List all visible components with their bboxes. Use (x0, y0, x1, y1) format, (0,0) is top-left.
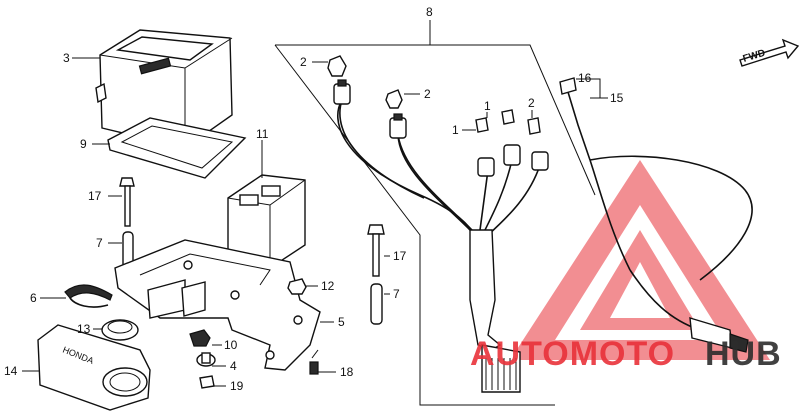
callout-12: 12 (321, 279, 335, 293)
callout-8: 8 (426, 5, 433, 19)
bulb-socket (333, 79, 351, 105)
nut-12 (287, 278, 307, 295)
callout-17a: 17 (88, 189, 102, 203)
bulb (475, 117, 489, 133)
watermark-text: AUTOMOTO HUB (470, 335, 782, 373)
callout-numbers: 1 1 2 2 2 3 4 5 6 7 7 8 9 10 11 12 13 14… (4, 5, 624, 393)
bulb (527, 117, 541, 135)
clamp-wire (64, 284, 113, 308)
callout-7a: 7 (96, 236, 103, 250)
callout-9: 9 (80, 137, 87, 151)
callout-14: 14 (4, 364, 18, 378)
bulb-harness (274, 44, 596, 406)
callout-19: 19 (230, 379, 244, 393)
callout-4: 4 (230, 359, 237, 373)
watermark-logo (510, 160, 770, 360)
nut-10 (189, 329, 211, 347)
washer-4 (196, 352, 216, 367)
speedometer-cable (559, 77, 753, 353)
meter-stay-bracket (114, 239, 321, 371)
bulb-socket (503, 144, 521, 166)
callout-13: 13 (77, 322, 91, 336)
callout-1a: 1 (484, 99, 491, 113)
bolt-right (367, 224, 385, 277)
callout-18: 18 (340, 365, 354, 379)
callout-2c: 2 (528, 96, 535, 110)
callout-17b: 17 (393, 249, 407, 263)
callout-3: 3 (63, 51, 70, 65)
meter-cover: HONDA (37, 324, 151, 411)
bulb (327, 55, 347, 77)
callout-11: 11 (256, 127, 269, 141)
collar-right (370, 283, 383, 325)
callout-2a: 2 (300, 55, 307, 69)
callout-1b: 1 (452, 123, 459, 137)
bulb (501, 109, 515, 125)
bulb-socket (531, 151, 549, 171)
bulb (385, 89, 403, 109)
bulb-socket (389, 113, 407, 139)
callout-15: 15 (610, 91, 624, 105)
leader-lines (22, 20, 608, 387)
meter-rubber-seat (107, 117, 247, 179)
callout-6: 6 (30, 291, 37, 305)
callout-5: 5 (338, 315, 345, 329)
callout-10: 10 (224, 338, 238, 352)
bolt-left (119, 177, 135, 227)
watermark-text-secondary: HUB (705, 335, 782, 373)
nut-19 (199, 375, 215, 389)
watermark-text-primary: AUTOMOTO (470, 335, 675, 373)
callout-7b: 7 (393, 287, 400, 301)
callout-2b: 2 (424, 87, 431, 101)
indicator-unit (227, 174, 306, 269)
grommet (101, 319, 139, 341)
bulb-socket (477, 157, 495, 177)
forward-direction-arrow: FWD (739, 38, 800, 67)
screw-18 (309, 349, 319, 375)
callout-16: 16 (578, 71, 592, 85)
